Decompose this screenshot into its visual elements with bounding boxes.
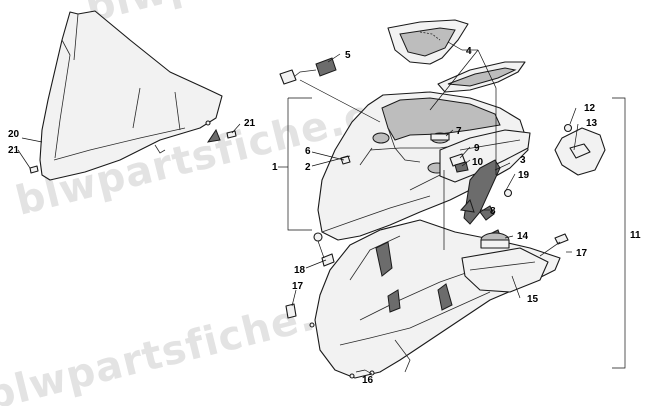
nut-18 (313, 232, 335, 267)
callout-13: 13 (586, 118, 598, 129)
callout-1: 1 (272, 162, 278, 173)
callout-8: 8 (490, 206, 496, 217)
callout-4: 4 (466, 46, 472, 57)
callout-15: 15 (527, 294, 539, 305)
callout-12: 12 (584, 103, 596, 114)
screw-21-left (29, 165, 39, 174)
callout-10: 10 (472, 157, 484, 168)
arrow-marker-8 (460, 199, 475, 213)
callout-9: 9 (474, 143, 480, 154)
callout-7: 7 (456, 126, 462, 137)
callout-6: 6 (305, 146, 311, 157)
callout-11: 11 (630, 230, 641, 241)
callout-21-left: 21 (8, 145, 20, 156)
callout-5: 5 (345, 50, 351, 61)
callout-19: 19 (518, 170, 530, 181)
callout-3: 3 (520, 155, 526, 166)
callout-17-right: 17 (576, 248, 588, 259)
callout-17-left: 17 (292, 281, 304, 292)
callout-16: 16 (362, 375, 374, 386)
callout-18: 18 (294, 265, 306, 276)
callout-21-right: 21 (244, 118, 256, 129)
callout-labels: 20 21 21 1 6 2 5 4 7 9 10 3 19 8 12 13 1… (8, 46, 641, 386)
switch-connector (279, 57, 337, 85)
screw-21-right (206, 128, 237, 143)
callout-14: 14 (517, 231, 529, 242)
screw-17-right (539, 233, 569, 257)
windshield (39, 10, 223, 181)
nut-19 (503, 188, 513, 198)
callout-20: 20 (8, 129, 20, 140)
screw-17-left (285, 303, 297, 319)
side-panel-13 (554, 123, 606, 176)
grommets (449, 153, 502, 245)
cover-15 (461, 247, 549, 293)
cap-7 (430, 132, 450, 144)
belly-pan (309, 219, 561, 379)
leader-lines (17, 41, 626, 375)
window-panels (387, 19, 526, 93)
callout-2: 2 (305, 162, 311, 173)
plug-14 (480, 232, 510, 249)
